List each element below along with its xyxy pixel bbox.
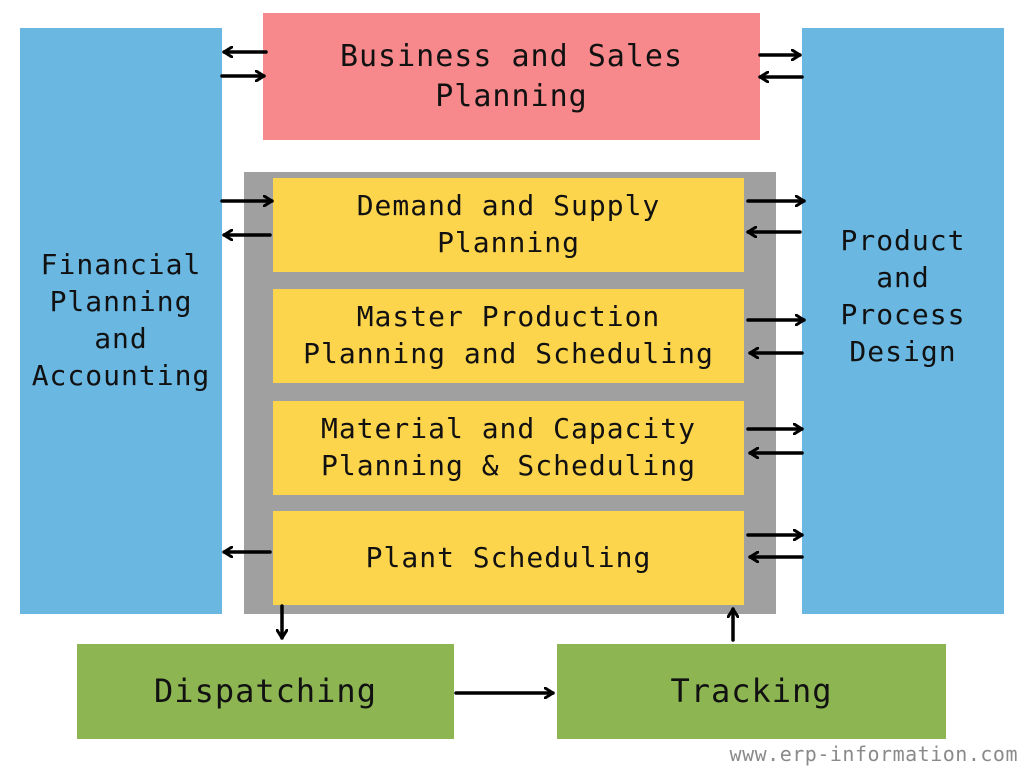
demand-supply-planning-label: Demand and Supply Planning (356, 189, 661, 259)
watermark-text: www.erp-information.com (729, 742, 1018, 766)
dispatching-label: Dispatching (154, 672, 377, 711)
material-capacity-planning-label: Material and Capacity Planning & Schedul… (320, 412, 696, 482)
tracking-label: Tracking (670, 672, 833, 711)
product-process-design-label: Product and Process Design (840, 224, 966, 368)
tracking-box: Tracking (557, 644, 946, 739)
plant-scheduling-box: Plant Scheduling (273, 511, 744, 605)
master-production-planning-box: Master Production Planning and Schedulin… (273, 289, 744, 383)
material-capacity-planning-box: Material and Capacity Planning & Schedul… (273, 401, 744, 495)
business-sales-planning-label: Business and Sales Planning (339, 38, 684, 114)
business-sales-planning-box: Business and Sales Planning (263, 13, 760, 140)
demand-supply-planning-box: Demand and Supply Planning (273, 178, 744, 272)
financial-planning-label: Financial Planning and Accounting (31, 248, 211, 392)
master-production-planning-label: Master Production Planning and Schedulin… (303, 300, 714, 370)
plant-scheduling-label: Plant Scheduling (365, 540, 652, 574)
financial-planning-box: Financial Planning and Accounting (20, 28, 222, 614)
product-process-design-box: Product and Process Design (802, 28, 1004, 614)
dispatching-box: Dispatching (77, 644, 454, 739)
